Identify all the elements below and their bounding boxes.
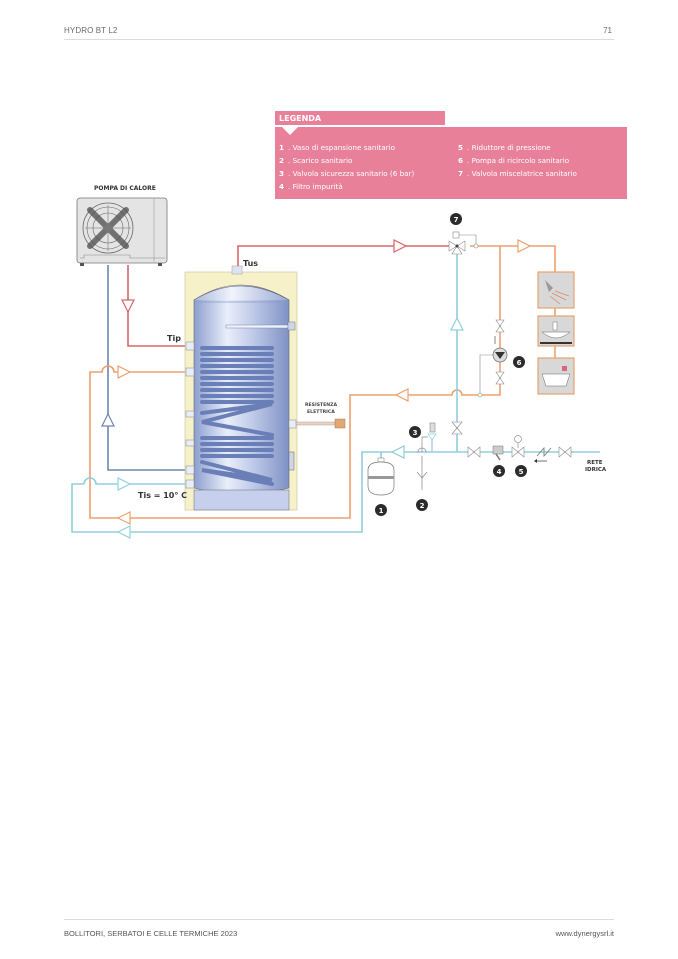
svg-text:7: 7 xyxy=(454,216,459,224)
recirculation-pump-assembly xyxy=(477,319,508,398)
svg-text:IDRICA: IDRICA xyxy=(585,467,607,473)
arrow-up-icon xyxy=(101,412,115,427)
page-footer: BOLLITORI, SERBATOI E CELLE TERMICHE 202… xyxy=(64,919,614,940)
pipe-heatpump-return xyxy=(107,265,190,471)
component-markers: 1 2 3 4 5 6 7 xyxy=(375,213,527,516)
legend-item-1: 1 . Vaso di espansione sanitario xyxy=(279,143,395,152)
mains-label: RETE xyxy=(587,460,603,466)
valve-icon xyxy=(467,446,481,458)
arrow-left-icon xyxy=(116,525,131,539)
legend-item-6: 6 . Pompa di ricircolo sanitario xyxy=(458,156,569,165)
svg-text:4: 4 xyxy=(497,468,502,476)
fixtures xyxy=(537,271,575,395)
svg-text:. Filtro impurità: . Filtro impurità xyxy=(288,182,343,191)
mixing-valve xyxy=(448,231,479,255)
svg-text:3: 3 xyxy=(413,429,418,437)
svg-text:RESISTENZA: RESISTENZA xyxy=(305,402,337,408)
marker-5: 5 xyxy=(515,465,527,477)
marker-6: 6 xyxy=(513,356,525,368)
svg-text:1: 1 xyxy=(379,507,384,515)
marker-1: 1 xyxy=(375,504,387,516)
arrow-left-icon xyxy=(390,445,405,459)
svg-text:5: 5 xyxy=(519,468,524,476)
legend-item-3: 3 . Valvola sicurezza sanitario (6 bar) xyxy=(279,169,415,178)
tip-label: Tip xyxy=(167,334,181,343)
arrow-right-icon xyxy=(117,477,132,491)
document-title: HYDRO BT L2 xyxy=(64,26,118,35)
arrow-right-icon xyxy=(117,365,132,379)
svg-text:. Riduttore di pressione: . Riduttore di pressione xyxy=(467,143,551,152)
legend-item-4: 4 . Filtro impurità xyxy=(279,182,343,191)
storage-tank: Tus Tip Tis = 10° C xyxy=(138,259,298,511)
pipe-mixed-supply xyxy=(470,245,556,272)
page-number: 71 xyxy=(603,26,612,35)
arrow-left-icon xyxy=(394,388,409,402)
legend-item-7: 7 . Valvola miscelatrice sanitario xyxy=(458,169,577,178)
footer-website-link[interactable]: www.dynergysrl.it xyxy=(555,929,614,938)
svg-text:6: 6 xyxy=(517,359,522,367)
marker-7: 7 xyxy=(450,213,462,225)
arrow-right-icon xyxy=(393,239,408,253)
sink-icon xyxy=(537,315,575,347)
tis-label: Tis = 10° C xyxy=(138,491,187,500)
pipe-hot-outlet xyxy=(237,245,455,270)
marker-4: 4 xyxy=(493,465,505,477)
legend-body xyxy=(275,127,627,199)
pipe-recirculation xyxy=(464,246,501,396)
fan-icon xyxy=(82,202,134,254)
pipe-recirculation-return xyxy=(89,365,464,519)
arrow-right-icon xyxy=(517,239,532,253)
svg-text:. Valvola miscelatrice sanitar: . Valvola miscelatrice sanitario xyxy=(467,169,577,178)
svg-text:1: 1 xyxy=(279,143,284,152)
svg-text:6: 6 xyxy=(458,156,463,165)
svg-text:7: 7 xyxy=(458,169,463,178)
pipe-heatpump-flow xyxy=(127,265,190,347)
heat-pump: POMPA DI CALORE xyxy=(76,185,168,266)
flow-arrows xyxy=(101,239,532,539)
pipes xyxy=(71,245,600,533)
arrow-down-icon xyxy=(121,299,135,314)
legend-title-bar xyxy=(275,111,445,125)
svg-text:3: 3 xyxy=(279,169,284,178)
svg-text:. Scarico sanitario: . Scarico sanitario xyxy=(288,156,352,165)
arrow-up-icon xyxy=(450,316,464,331)
pressure-reducer-icon xyxy=(511,446,525,458)
svg-text:. Pompa di ricircolo sanitario: . Pompa di ricircolo sanitario xyxy=(467,156,569,165)
legend-box: LEGENDA 1. Vaso di espansione sanitario … xyxy=(275,111,627,199)
heat-pump-label: POMPA DI CALORE xyxy=(94,185,156,192)
heat-exchanger-coil xyxy=(200,346,274,486)
electric-heater: RESISTENZA ELETTRICA xyxy=(295,402,346,429)
valve-icon xyxy=(451,421,463,435)
pipe-cold-inlet xyxy=(83,477,190,485)
check-valve-icon xyxy=(536,446,552,458)
arrow-left-icon xyxy=(116,511,131,525)
svg-text:2: 2 xyxy=(279,156,284,165)
svg-text:. Vaso di espansione sanitario: . Vaso di espansione sanitario xyxy=(288,143,395,152)
cold-water-components: RETE IDRICA xyxy=(367,421,607,496)
footer-catalog-title: BOLLITORI, SERBATOI E CELLE TERMICHE 202… xyxy=(64,929,238,938)
svg-text:4: 4 xyxy=(279,182,284,191)
svg-text:. Valvola sicurezza sanitario: . Valvola sicurezza sanitario (6 bar) xyxy=(288,169,415,178)
valve-icon xyxy=(558,446,572,458)
svg-text:ELETTRICA: ELETTRICA xyxy=(307,409,335,415)
filter-icon xyxy=(492,445,504,455)
valve-icon xyxy=(495,319,505,333)
tus-label: Tus xyxy=(243,259,258,268)
svg-text:5: 5 xyxy=(458,143,463,152)
legend-title: LEGENDA xyxy=(279,114,322,123)
valve-icon xyxy=(495,371,505,385)
shower-icon xyxy=(537,271,575,309)
marker-3: 3 xyxy=(409,426,421,438)
legend-item-2: 2 . Scarico sanitario xyxy=(279,156,352,165)
legend-item-5: 5 . Riduttore di pressione xyxy=(458,143,551,152)
marker-2: 2 xyxy=(416,499,428,511)
svg-text:2: 2 xyxy=(420,502,425,510)
page-header: HYDRO BT L2 71 xyxy=(64,26,614,40)
safety-valve-icon xyxy=(427,433,437,441)
legend-pointer xyxy=(282,127,298,135)
